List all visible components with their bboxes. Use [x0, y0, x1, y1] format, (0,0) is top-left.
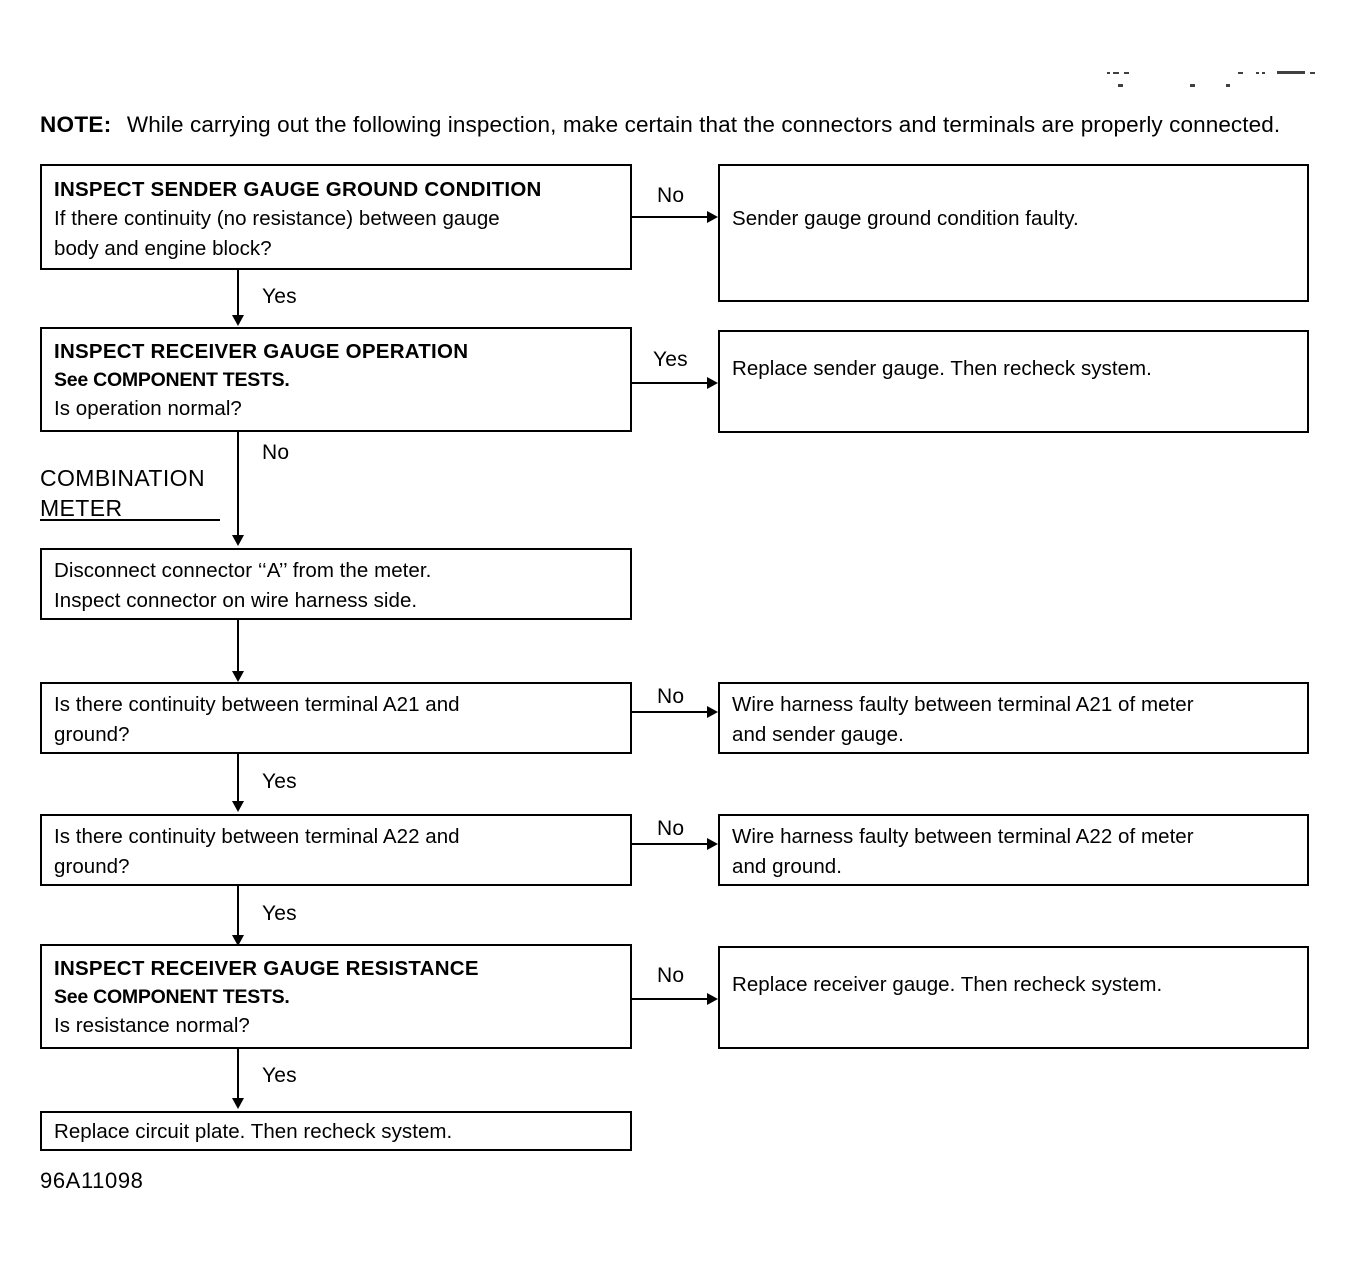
edge-step1-step2 [237, 270, 240, 317]
step5-line1: Is there continuity between terminal A22… [54, 825, 460, 848]
label-step4-yes: Yes [262, 770, 297, 793]
step3-line1: Disconnect connector ‘‘A’’ from the mete… [54, 559, 432, 582]
step4-line2: ground? [54, 723, 130, 746]
result5-line2: and ground. [732, 855, 842, 878]
step1-heading: INSPECT SENDER GAUGE GROUND CONDITION [54, 178, 542, 201]
scan-artifact [1262, 72, 1265, 74]
note-paragraph: NOTE: While carrying out the following i… [40, 109, 1310, 140]
combination-meter-caption: COMBINATION METER [40, 463, 205, 523]
edge-step6-result6 [631, 998, 713, 1001]
step6-box[interactable]: INSPECT RECEIVER GAUGE RESISTANCE See CO… [40, 944, 632, 1049]
note-text: While carrying out the following inspect… [126, 111, 1281, 137]
edge-step4-step5 [237, 754, 240, 804]
result6-line1: Replace receiver gauge. Then recheck sys… [732, 973, 1163, 996]
step6-heading: INSPECT RECEIVER GAUGE RESISTANCE [54, 957, 479, 980]
step4-box[interactable]: Is there continuity between terminal A21… [40, 682, 632, 754]
result5-box[interactable]: Wire harness faulty between terminal A22… [718, 814, 1309, 886]
label-step6-yes: Yes [262, 1064, 297, 1087]
step5-box[interactable]: Is there continuity between terminal A22… [40, 814, 632, 886]
step6-line3: Is resistance normal? [54, 1014, 250, 1037]
figure-code: 96A11098 [40, 1168, 144, 1193]
edge-step6-step7-arrowhead [232, 1098, 244, 1109]
scan-artifact [1226, 84, 1230, 87]
edge-step2-step3 [237, 432, 240, 537]
edge-step1-result1 [631, 216, 713, 219]
edge-step5-step6 [237, 886, 240, 938]
result1-box[interactable]: Sender gauge ground condition faulty. [718, 164, 1309, 302]
step3-box[interactable]: Disconnect connector ‘‘A’’ from the mete… [40, 548, 632, 620]
step5-line2: ground? [54, 855, 130, 878]
edge-step6-step7 [237, 1049, 240, 1101]
caption-line2: METER [40, 495, 123, 521]
scan-artifact [1277, 71, 1305, 74]
result6-box[interactable]: Replace receiver gauge. Then recheck sys… [718, 946, 1309, 1049]
label-step1-no: No [657, 184, 685, 207]
edge-step4-step5-arrowhead [232, 801, 244, 812]
label-step6-no: No [657, 964, 685, 987]
result5-line1: Wire harness faulty between terminal A22… [732, 825, 1194, 848]
edge-step3-step4-arrowhead [232, 671, 244, 682]
label-step2-no: No [262, 441, 290, 464]
edge-step5-result5 [631, 843, 713, 846]
scan-artifact [1190, 84, 1195, 87]
result2-line1: Replace sender gauge. Then recheck syste… [732, 357, 1152, 380]
step7-line1: Replace circuit plate. Then recheck syst… [54, 1120, 453, 1143]
step2-heading: INSPECT RECEIVER GAUGE OPERATION [54, 340, 469, 363]
edge-step2-result2 [631, 382, 713, 385]
step2-box[interactable]: INSPECT RECEIVER GAUGE OPERATION See COM… [40, 327, 632, 432]
step1-line3: body and engine block? [54, 237, 272, 260]
result4-line2: and sender gauge. [732, 723, 904, 746]
label-step5-no: No [657, 817, 685, 840]
step2-line3: Is operation normal? [54, 397, 242, 420]
edge-step6-result6-arrowhead [707, 993, 718, 1005]
note-label: NOTE: [40, 111, 112, 137]
caption-underline [40, 519, 220, 522]
edge-step5-result5-arrowhead [707, 838, 718, 850]
step1-line2: If there continuity (no resistance) betw… [54, 207, 500, 230]
result2-box[interactable]: Replace sender gauge. Then recheck syste… [718, 330, 1309, 433]
label-step4-no: No [657, 685, 685, 708]
result1-line1: Sender gauge ground condition faulty. [732, 207, 1079, 230]
step6-line2: See COMPONENT TESTS. [54, 986, 290, 1008]
scan-artifact [1310, 72, 1315, 74]
step4-line1: Is there continuity between terminal A21… [54, 693, 460, 716]
caption-line1: COMBINATION [40, 465, 205, 491]
edge-step4-result4 [631, 711, 713, 714]
scan-artifact [1107, 72, 1110, 74]
edge-step4-result4-arrowhead [707, 706, 718, 718]
edge-step3-step4 [237, 620, 240, 674]
scan-artifact [1118, 84, 1123, 87]
edge-step2-step3-arrowhead [232, 535, 244, 546]
step3-line2: Inspect connector on wire harness side. [54, 589, 418, 612]
label-step2-yes: Yes [653, 348, 688, 371]
scan-artifact [1124, 72, 1129, 74]
scan-artifact [1113, 72, 1119, 74]
scan-artifact [1256, 72, 1259, 74]
step1-box[interactable]: INSPECT SENDER GAUGE GROUND CONDITION If… [40, 164, 632, 270]
edge-step1-result1-arrowhead [707, 211, 718, 223]
label-step1-yes: Yes [262, 285, 297, 308]
edge-step5-step6-arrowhead [232, 935, 244, 946]
edge-step1-step2-arrowhead [232, 315, 244, 326]
result4-box[interactable]: Wire harness faulty between terminal A21… [718, 682, 1309, 754]
step2-line2: See COMPONENT TESTS. [54, 369, 290, 391]
label-step5-yes: Yes [262, 902, 297, 925]
result4-line1: Wire harness faulty between terminal A21… [732, 693, 1194, 716]
edge-step2-result2-arrowhead [707, 377, 718, 389]
step7-box[interactable]: Replace circuit plate. Then recheck syst… [40, 1111, 632, 1151]
scan-artifact [1238, 72, 1243, 74]
